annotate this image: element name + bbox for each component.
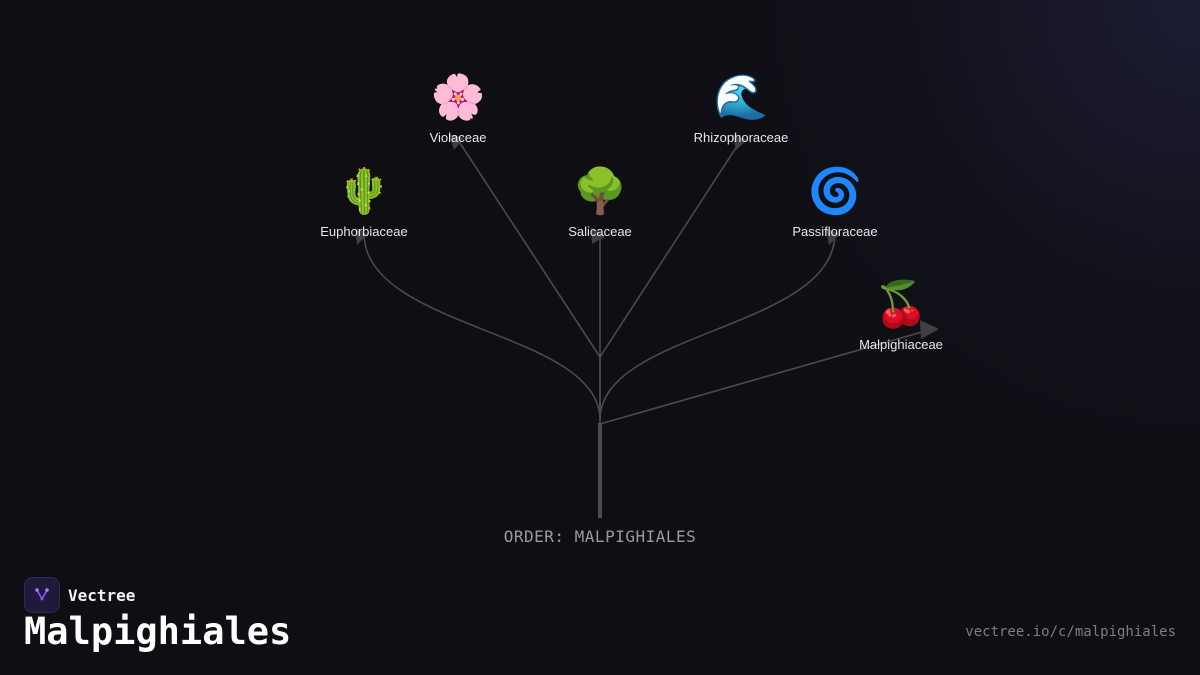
node-label: Euphorbiaceae [320, 224, 408, 239]
arrowhead-euphorbiaceae [355, 228, 368, 245]
brand[interactable]: Vectree [24, 577, 135, 613]
branch-rhizophoraceae [599, 139, 742, 358]
flower-icon: 🌸 [430, 73, 486, 122]
branch-euphorbiaceae [363, 232, 601, 421]
branch-malpighiaceae [599, 327, 937, 425]
node-violaceae[interactable]: 🌸 Violaceae [378, 73, 538, 146]
spiral-icon: 🌀 [807, 167, 863, 216]
arrowhead-salicaceae [591, 228, 606, 244]
trunk-base [598, 423, 602, 518]
wave-icon: 🌊 [713, 73, 769, 122]
arrowhead-rhizophoraceae [732, 134, 747, 150]
node-malpighiaceae[interactable]: 🍒 Malpighiaceae [821, 280, 981, 353]
node-salicaceae[interactable]: 🌳 Salicaceae [520, 167, 680, 240]
arrowhead-passifloraceae [826, 228, 840, 245]
cherry-icon: 🍒 [873, 280, 929, 329]
node-label: Rhizophoraceae [693, 130, 789, 145]
tree-icon: 🌳 [572, 167, 628, 216]
node-passifloraceae[interactable]: 🌀 Passifloraceae [755, 167, 915, 240]
arrowhead-malpighiaceae [920, 320, 939, 339]
node-label: Passifloraceae [792, 224, 878, 239]
brand-name: Vectree [68, 585, 136, 605]
root-order-label: ORDER: MALPIGHIALES [503, 527, 697, 546]
branch-passifloraceae [599, 232, 836, 421]
node-label: Salicaceae [568, 224, 632, 239]
node-label: Violaceae [429, 130, 487, 145]
cactus-icon: 🌵 [336, 167, 392, 216]
page-url[interactable]: vectree.io/c/malpighiales [965, 624, 1176, 640]
arrowhead-violaceae [449, 134, 464, 150]
page-title: Malpighiales [24, 610, 292, 653]
vectree-logo-icon [24, 577, 60, 613]
node-rhizophoraceae[interactable]: 🌊 Rhizophoraceae [661, 73, 821, 146]
node-euphorbiaceae[interactable]: 🌵 Euphorbiaceae [284, 167, 444, 240]
node-label: Malpighiaceae [859, 337, 943, 352]
